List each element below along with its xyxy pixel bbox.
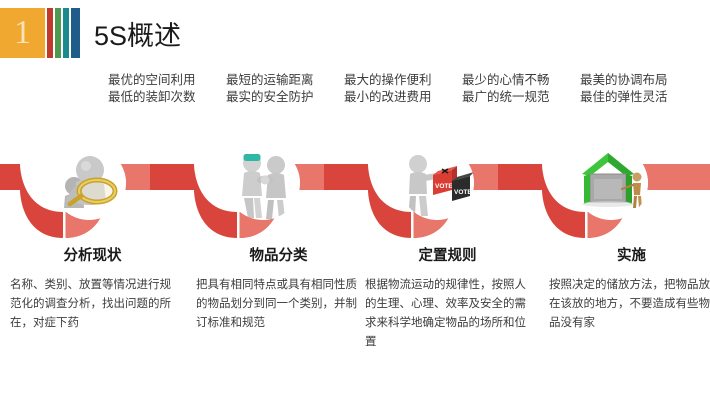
stripe-teal xyxy=(63,8,69,58)
page-title: 5S概述 xyxy=(94,20,182,51)
benefit-column-3: 最大的操作便利 最小的改进费用 xyxy=(344,72,462,106)
red-vote-box: VOTE xyxy=(433,166,457,195)
step-title: 物品分类 xyxy=(249,248,308,264)
benefits-grid: 最优的空间利用 最低的装卸次数 最短的运输距离 最实的安全防护 最大的操作便利 … xyxy=(108,72,700,106)
benefit-column-5: 最美的协调布局 最佳的弹性灵活 xyxy=(580,72,698,106)
stripe-red xyxy=(47,8,53,58)
step-body: 把具有相同特点或具有相同性质的物品划分到同一个类别，并制订标准和规范 xyxy=(196,279,357,329)
page-header: 1 5S概述 xyxy=(0,8,181,58)
benefit-line: 最小的改进费用 xyxy=(344,90,432,104)
svg-text:VOTE: VOTE xyxy=(435,183,453,190)
benefit-line: 最实的安全防护 xyxy=(226,90,314,104)
benefit-column-4: 最少的心情不畅 最广的统一规范 xyxy=(462,72,580,106)
benefit-line: 最美的协调布局 xyxy=(580,73,668,87)
step-body: 根据物流运动的规律性，按照人的生理、心理、效率及安全的需求来科学地确定物品的场所… xyxy=(365,279,526,348)
benefit-column-1: 最优的空间利用 最低的装卸次数 xyxy=(108,72,226,106)
stripe-blue xyxy=(71,8,80,58)
benefit-line: 最大的操作便利 xyxy=(344,73,432,87)
step-column-3: 定置规则 根据物流运动的规律性，按照人的生理、心理、效率及安全的需求来科学地确定… xyxy=(365,244,530,352)
black-vote-box: VOTE xyxy=(452,172,474,201)
green-house-icon xyxy=(574,146,648,220)
figure-with-magnifier-icon xyxy=(52,146,126,220)
steps-section: 分析现状 名称、类别、放置等情况进行规范化的调查分析，找出问题的所在，对症下药 … xyxy=(0,244,710,394)
benefit-line: 最优的空间利用 xyxy=(108,73,196,87)
stripe-gap xyxy=(61,8,63,58)
step-column-1: 分析现状 名称、类别、放置等情况进行规范化的调查分析，找出问题的所在，对症下药 xyxy=(10,244,175,333)
step-title: 定置规则 xyxy=(418,248,477,264)
teal-cap xyxy=(243,154,261,161)
stripe-green xyxy=(55,8,61,58)
step-column-4: 实施 按照决定的储放方法，把物品放在该放的地方，不要造成有些物品没有家 xyxy=(549,244,710,333)
step-column-2: 物品分类 把具有相同特点或具有相同性质的物品划分到同一个类别，并制订标准和规范 xyxy=(196,244,361,333)
step-title: 实施 xyxy=(617,248,646,264)
benefit-line: 最广的统一规范 xyxy=(462,90,550,104)
two-figures-sorting-icon xyxy=(226,146,300,220)
benefit-line: 最佳的弹性灵活 xyxy=(580,90,668,104)
benefit-column-2: 最短的运输距离 最实的安全防护 xyxy=(226,72,344,106)
step-title: 分析现状 xyxy=(63,248,122,264)
benefit-line: 最少的心情不畅 xyxy=(462,73,550,87)
svg-text:VOTE: VOTE xyxy=(454,189,472,196)
figure-with-vote-boxes-icon: VOTE VOTE xyxy=(400,146,474,220)
benefit-line: 最短的运输距离 xyxy=(226,73,314,87)
section-number-box: 1 xyxy=(0,8,45,58)
step-body: 按照决定的储放方法，把物品放在该放的地方，不要造成有些物品没有家 xyxy=(549,279,710,329)
section-number: 1 xyxy=(14,14,31,51)
stripe-gap xyxy=(69,8,71,58)
benefit-line: 最低的装卸次数 xyxy=(108,90,196,104)
stripe-gap xyxy=(53,8,55,58)
step-body: 名称、类别、放置等情况进行规范化的调查分析，找出问题的所在，对症下药 xyxy=(10,279,171,329)
stripe-gap xyxy=(45,8,47,58)
